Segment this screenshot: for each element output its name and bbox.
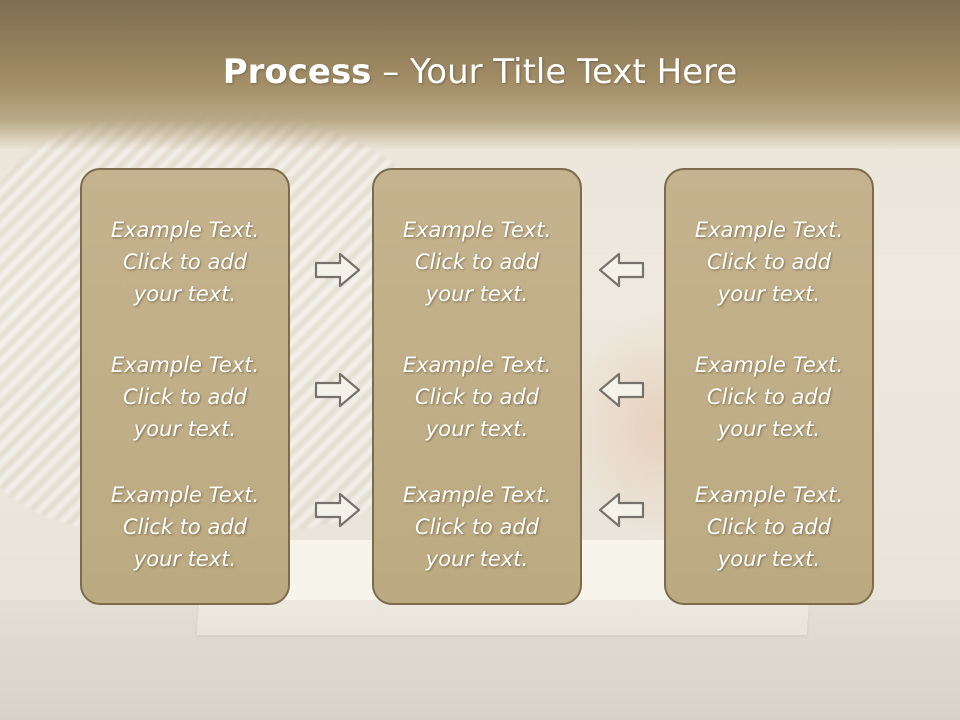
process-box-left[interactable]: Example Text. Click to add your text. Ex…	[80, 168, 290, 605]
text-line: Example Text.	[402, 353, 552, 377]
text-line: Example Text.	[110, 218, 260, 242]
text-block[interactable]: Example Text. Click to add your text.	[82, 479, 288, 575]
title-rest: – Your Title Text Here	[371, 52, 738, 92]
text-line: Click to add	[122, 515, 247, 539]
arrow-left-icon	[598, 492, 645, 528]
text-line: Example Text.	[110, 483, 260, 507]
arrow-left-icon	[598, 252, 645, 288]
text-line: your text.	[133, 282, 237, 306]
text-block[interactable]: Example Text. Click to add your text.	[82, 214, 288, 310]
arrow-right-icon	[314, 492, 361, 528]
text-line: Click to add	[706, 515, 831, 539]
text-line: Example Text.	[694, 218, 844, 242]
text-line: Click to add	[414, 385, 539, 409]
slide-title[interactable]: Process – Your Title Text Here	[0, 52, 960, 92]
text-line: Example Text.	[402, 483, 552, 507]
text-line: Click to add	[414, 515, 539, 539]
title-bold: Process	[222, 52, 372, 92]
title-bar	[0, 0, 960, 150]
text-line: Example Text.	[694, 353, 844, 377]
text-line: Example Text.	[110, 353, 260, 377]
text-line: Click to add	[122, 385, 247, 409]
text-block[interactable]: Example Text. Click to add your text.	[374, 214, 580, 310]
text-line: Example Text.	[402, 218, 552, 242]
text-line: your text.	[717, 547, 821, 571]
text-block[interactable]: Example Text. Click to add your text.	[374, 349, 580, 445]
text-line: Click to add	[414, 250, 539, 274]
text-line: Click to add	[122, 250, 247, 274]
text-line: Click to add	[706, 385, 831, 409]
process-box-right[interactable]: Example Text. Click to add your text. Ex…	[664, 168, 874, 605]
text-line: your text.	[133, 417, 237, 441]
text-line: Click to add	[706, 250, 831, 274]
process-box-center[interactable]: Example Text. Click to add your text. Ex…	[372, 168, 582, 605]
text-line: your text.	[717, 417, 821, 441]
text-block[interactable]: Example Text. Click to add your text.	[666, 349, 872, 445]
text-block[interactable]: Example Text. Click to add your text.	[82, 349, 288, 445]
arrow-right-icon	[314, 252, 361, 288]
text-line: your text.	[425, 547, 529, 571]
table-surface	[0, 600, 960, 720]
arrow-left-icon	[598, 372, 645, 408]
text-block[interactable]: Example Text. Click to add your text.	[666, 214, 872, 310]
text-block[interactable]: Example Text. Click to add your text.	[666, 479, 872, 575]
text-line: your text.	[717, 282, 821, 306]
arrow-right-icon	[314, 372, 361, 408]
text-block[interactable]: Example Text. Click to add your text.	[374, 479, 580, 575]
text-line: Example Text.	[694, 483, 844, 507]
text-line: your text.	[425, 282, 529, 306]
text-line: your text.	[133, 547, 237, 571]
text-line: your text.	[425, 417, 529, 441]
